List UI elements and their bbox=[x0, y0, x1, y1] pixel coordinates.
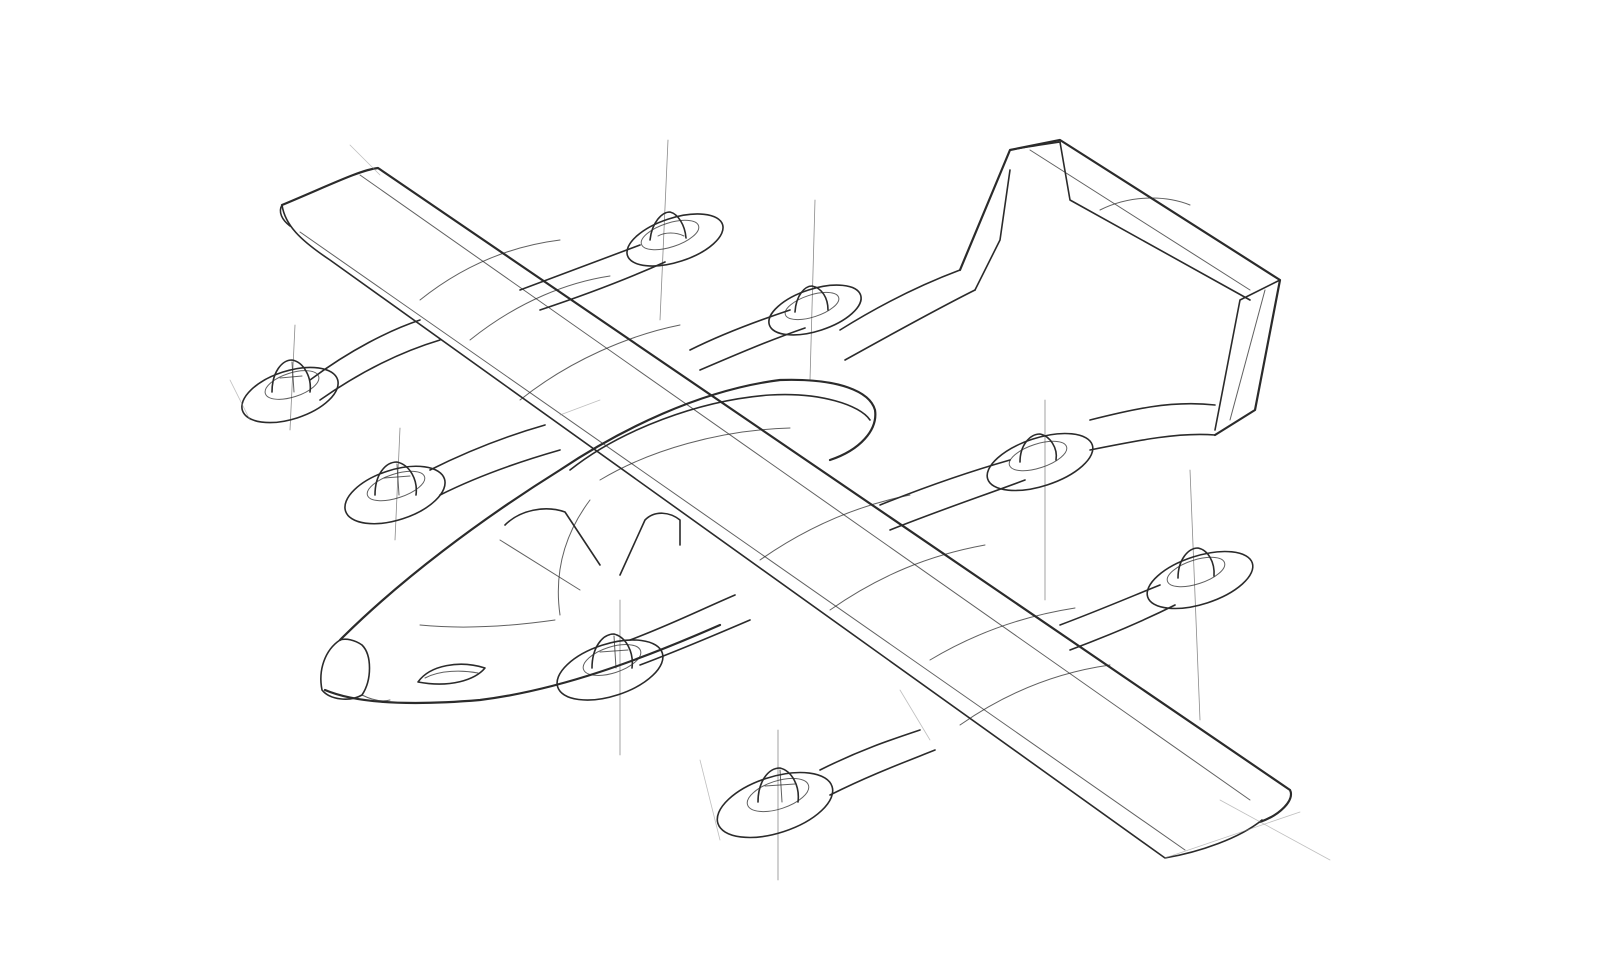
rotor-1 bbox=[626, 139, 724, 321]
rotor-6 bbox=[556, 599, 664, 756]
rotor-4 bbox=[344, 427, 446, 541]
main-wing bbox=[279, 166, 1293, 859]
rotor-7 bbox=[1146, 469, 1254, 721]
construction-lines bbox=[229, 144, 1331, 861]
rotor-2 bbox=[768, 199, 862, 381]
rotor-3 bbox=[241, 324, 339, 431]
rotor-8 bbox=[716, 729, 834, 881]
fuselage bbox=[320, 378, 877, 705]
rotors bbox=[241, 139, 1254, 881]
rotor-5 bbox=[986, 399, 1094, 601]
tail-assembly bbox=[839, 138, 1282, 451]
rotor-booms bbox=[309, 244, 1176, 796]
